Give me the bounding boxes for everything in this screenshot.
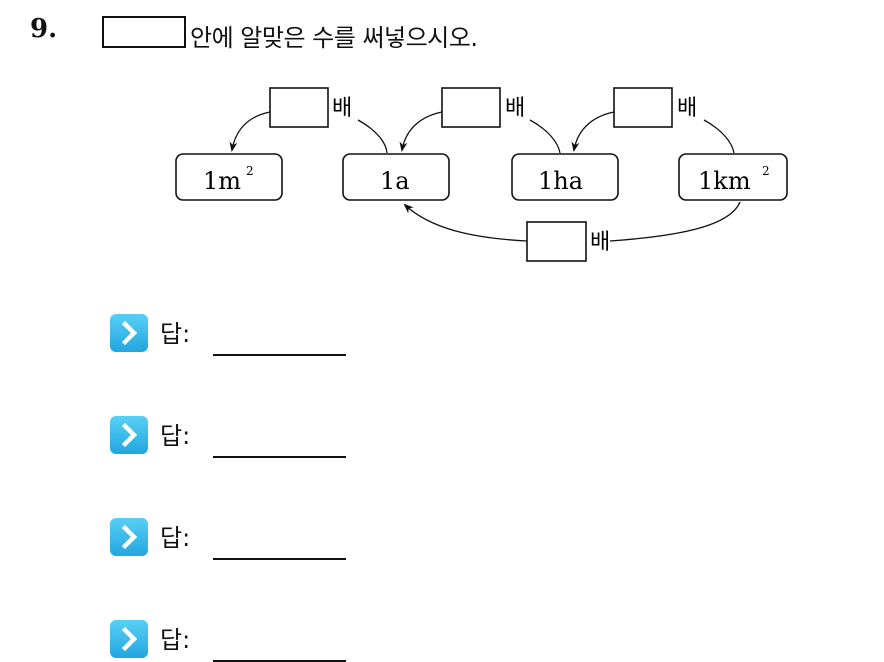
- answer-label: 답:: [160, 524, 191, 552]
- arrow-km2-to-ha: [571, 111, 615, 152]
- blank-group-km2-to-ha: 배: [613, 87, 697, 128]
- arrow-tail-from-ha: [529, 119, 561, 154]
- answer-label: 답:: [160, 626, 191, 654]
- chevron-right-icon: [121, 321, 138, 345]
- answer-line[interactable]: [213, 660, 346, 662]
- answer-label: 답:: [160, 422, 191, 450]
- arrow-a-to-m2: [229, 111, 271, 152]
- chevron-right-icon: [121, 423, 138, 447]
- arrow-ha-to-a: [399, 111, 443, 152]
- blank-box: [441, 87, 501, 128]
- times-label: 배: [590, 230, 610, 255]
- unit-box-ha: 1ha: [511, 153, 619, 201]
- unit-label-ha: 1ha: [538, 167, 583, 195]
- answer-label: 답:: [160, 320, 191, 348]
- blank-group-a-to-m2: 배: [269, 87, 352, 128]
- answer-chevron-button[interactable]: [110, 518, 148, 556]
- unit-label-a: 1a: [380, 167, 410, 195]
- arrow-tail-from-km2: [703, 119, 735, 154]
- chevron-right-icon: [121, 525, 138, 549]
- blank-box: [526, 221, 587, 262]
- blank-box: [613, 87, 673, 128]
- unit-box-m2: 1m 2: [175, 153, 283, 201]
- chevron-right-icon: [121, 627, 138, 651]
- answer-line[interactable]: [213, 354, 346, 356]
- answer-chevron-button[interactable]: [110, 620, 148, 658]
- question-text: 안에 알맞은 수를 써넣으시오.: [190, 24, 478, 52]
- unit-label-m2: 1m: [203, 167, 241, 195]
- question-number: 9.: [30, 14, 58, 44]
- answer-line[interactable]: [213, 558, 346, 560]
- unit-label-km2: 1km: [698, 167, 751, 195]
- times-label: 배: [332, 96, 352, 121]
- blank-group-km2-to-a: 배: [526, 221, 610, 262]
- times-label: 배: [505, 96, 525, 121]
- answer-chevron-button[interactable]: [110, 416, 148, 454]
- unit-sup-m2: 2: [246, 164, 254, 178]
- answer-line[interactable]: [213, 456, 346, 458]
- arrow-km2-to-a: [403, 203, 528, 242]
- times-label: 배: [677, 96, 697, 121]
- blank-box: [269, 87, 329, 128]
- arrow-tail-from-km2-bottom: [609, 201, 741, 242]
- blank-group-ha-to-a: 배: [441, 87, 525, 128]
- unit-box-a: 1a: [342, 153, 450, 201]
- question-blank-box: [102, 16, 186, 48]
- answer-chevron-button[interactable]: [110, 314, 148, 352]
- unit-sup-km2: 2: [762, 164, 770, 178]
- arrow-tail-from-a: [357, 119, 388, 154]
- unit-box-km2: 1km 2: [678, 153, 788, 201]
